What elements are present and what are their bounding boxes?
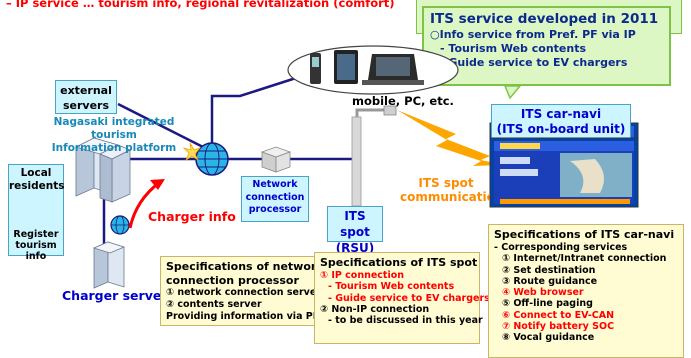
spec-spot-line: - Guide service to EV chargers (328, 292, 490, 304)
communication-bolt-icon (397, 110, 504, 166)
spec-network-line: ② contents server (166, 299, 262, 310)
car-navi-label: ITS car-navi (ITS on-board unit) (491, 104, 631, 140)
external-servers-box: external servers (55, 80, 117, 114)
its-spot-communication-label: ITS spot communication (400, 176, 504, 204)
spec-car-line: ⑤ Off-line paging (502, 298, 593, 310)
network-processor-label: Network connection processor (241, 176, 309, 222)
network-processor-icon (260, 146, 292, 173)
charger-server-icon (92, 241, 126, 289)
spec-car-line: ④ Web browser (502, 287, 584, 299)
spec-spot-lines: ① IP connection- Tourism Web contents- G… (320, 270, 490, 327)
spec-spot-line: ② Non-IP connection (320, 303, 430, 315)
local-residents-box: Local residents Register tourism info (8, 164, 65, 262)
top-service-line: – IP service … tourism info, regional re… (6, 0, 395, 10)
link-external-globe (117, 102, 206, 150)
spec-spot-line: ① IP connection (320, 270, 405, 281)
its-2011-line: - Tourism Web contents (440, 42, 587, 55)
platform-servers-icon (74, 137, 131, 203)
spec-car-line: ① Internet/Intranet connection (502, 253, 667, 265)
spec-network-box: Specifications of network connection pro… (160, 256, 324, 326)
charger-server-label: Charger server (62, 288, 168, 303)
its-spot-pole-icon (351, 105, 397, 207)
its-2011-callout: ITS service developed in 2011 ○Info serv… (422, 6, 671, 86)
car-navi-screen-overlay (490, 137, 639, 208)
spec-car-line: ② Set destination (502, 264, 596, 276)
its-2011-line: - Guide service to EV chargers (440, 56, 628, 69)
its-2011-line: ○Info service from Pref. PF via IP (430, 28, 636, 41)
spark-icon (182, 142, 202, 162)
spec-network-line: ① network connection server (166, 287, 321, 298)
spec-car-box: Specifications of ITS car-navi - Corresp… (488, 224, 684, 358)
spec-car-line: ⑦ Notify battery SOC (502, 321, 615, 333)
spec-car-line: ③ Route guidance (502, 275, 598, 287)
link-globe-devices (210, 76, 297, 150)
register-label: Register tourism info (13, 229, 59, 262)
spec-network-line: Providing information via PF (166, 311, 320, 322)
callout-pointer (503, 85, 522, 100)
its-2011-title: ITS service developed in 2011 (430, 11, 659, 27)
spec-spot-line: - Tourism Web contents (328, 281, 455, 293)
spec-car-line: ⑧ Vocal guidance (502, 332, 595, 344)
spec-car-line: - Corresponding services (494, 242, 628, 253)
spec-spot-box: Specifications of ITS spot ① IP connecti… (314, 252, 490, 344)
spec-spot-line: - to be discussed in this year (328, 315, 483, 327)
spec-car-line: ⑥ Connect to EV-CAN (502, 309, 615, 321)
charger-info-label: Charger info (148, 209, 236, 224)
devices-label: mobile, PC, etc. (352, 94, 454, 108)
platform-label: Nagasaki integrated tourism Information … (51, 116, 177, 154)
its-spot-label: ITS spot (RSU) (327, 206, 383, 255)
